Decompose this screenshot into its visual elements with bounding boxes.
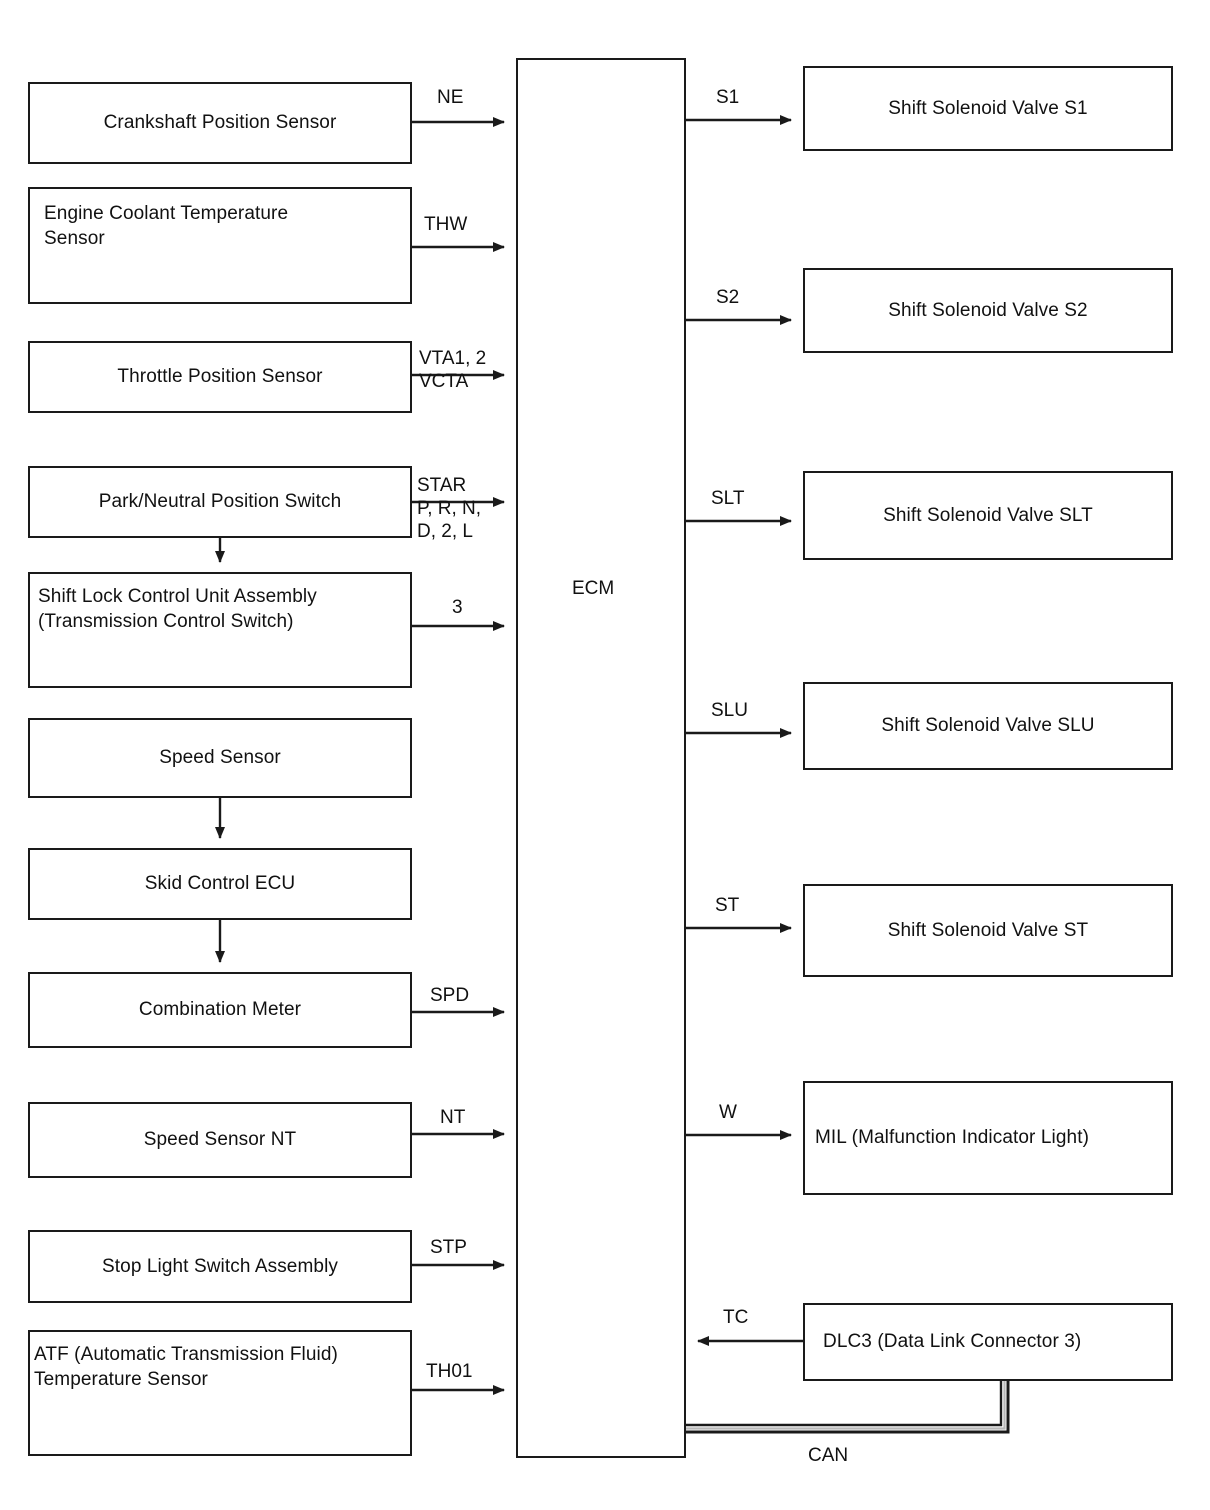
dlc3-label: DLC3 (Data Link Connector 3) xyxy=(823,1331,1082,1353)
input-label-speed-sensor-nt: Speed Sensor NT xyxy=(143,1129,297,1151)
signal-label-st: ST xyxy=(715,895,740,916)
signal-label-stp: STP xyxy=(430,1237,467,1258)
input-label-atf-temperature-sensor: ATF (Automatic Transmission Fluid) Tempe… xyxy=(34,1344,338,1391)
output-label-shift-solenoid-valve-slt: Shift Solenoid Valve SLT xyxy=(883,504,1093,526)
input-label-throttle-position-sensor: Throttle Position Sensor xyxy=(117,366,323,388)
input-label-stop-light-switch-assembly: Stop Light Switch Assembly xyxy=(102,1255,338,1277)
input-label-shift-lock-control-unit-assembly: Shift Lock Control Unit Assembly (Transm… xyxy=(38,586,317,633)
output-box-mil[interactable]: MIL (Malfunction Indicator Light) xyxy=(803,1081,1173,1195)
signal-label-s2: S2 xyxy=(716,287,740,308)
input-box-shift-lock-control-unit-assembly[interactable]: Shift Lock Control Unit Assembly (Transm… xyxy=(28,572,412,688)
signal-label-w: W xyxy=(719,1102,737,1123)
output-label-shift-solenoid-valve-st: Shift Solenoid Valve ST xyxy=(887,919,1089,941)
output-box-shift-solenoid-valve-s1[interactable]: Shift Solenoid Valve S1 xyxy=(803,66,1173,151)
input-box-stop-light-switch-assembly[interactable]: Stop Light Switch Assembly xyxy=(28,1230,412,1303)
can-bus-inner xyxy=(686,1381,1003,1427)
ecm-box[interactable] xyxy=(516,58,686,1458)
signal-label-s1: S1 xyxy=(716,87,740,108)
input-box-speed-sensor[interactable]: Speed Sensor xyxy=(28,718,412,798)
input-box-engine-coolant-temperature-sensor[interactable]: Engine Coolant Temperature Sensor xyxy=(28,187,412,304)
input-box-speed-sensor-nt[interactable]: Speed Sensor NT xyxy=(28,1102,412,1178)
input-box-crankshaft-position-sensor[interactable]: Crankshaft Position Sensor xyxy=(28,82,412,164)
signal-label-spd: SPD xyxy=(430,985,470,1006)
input-label-combination-meter: Combination Meter xyxy=(138,999,302,1021)
output-wires xyxy=(686,115,792,1140)
signal-label-3: 3 xyxy=(452,597,463,618)
input-box-skid-control-ecu[interactable]: Skid Control ECU xyxy=(28,848,412,920)
input-label-crankshaft-position-sensor: Crankshaft Position Sensor xyxy=(103,112,337,134)
signal-label-thw: THW xyxy=(424,214,468,235)
signal-label-slt: SLT xyxy=(711,488,745,509)
output-label-shift-solenoid-valve-s2: Shift Solenoid Valve S2 xyxy=(888,299,1088,321)
input-label-park-neutral-position-switch: Park/Neutral Position Switch xyxy=(98,491,342,513)
output-box-shift-solenoid-valve-slt[interactable]: Shift Solenoid Valve SLT xyxy=(803,471,1173,560)
input-box-combination-meter[interactable]: Combination Meter xyxy=(28,972,412,1048)
input-box-park-neutral-position-switch[interactable]: Park/Neutral Position Switch xyxy=(28,466,412,538)
input-label-engine-coolant-temperature-sensor: Engine Coolant Temperature Sensor xyxy=(44,203,289,250)
output-box-shift-solenoid-valve-st[interactable]: Shift Solenoid Valve ST xyxy=(803,884,1173,977)
output-box-shift-solenoid-valve-s2[interactable]: Shift Solenoid Valve S2 xyxy=(803,268,1173,353)
input-label-speed-sensor: Speed Sensor xyxy=(159,747,281,769)
signal-label-th01: TH01 xyxy=(426,1361,473,1382)
output-box-shift-solenoid-valve-slu[interactable]: Shift Solenoid Valve SLU xyxy=(803,682,1173,770)
ecm-label: ECM xyxy=(572,578,615,599)
input-box-throttle-position-sensor[interactable]: Throttle Position Sensor xyxy=(28,341,412,413)
can-bus-outer xyxy=(686,1381,1010,1434)
can-bus-wires xyxy=(686,1381,1010,1434)
output-label-shift-solenoid-valve-slu: Shift Solenoid Valve SLU xyxy=(881,715,1095,737)
output-label-shift-solenoid-valve-s1: Shift Solenoid Valve S1 xyxy=(888,97,1088,119)
can-bus-shading xyxy=(686,1381,1006,1430)
signal-label-ne: NE xyxy=(437,87,464,108)
input-wires xyxy=(412,117,505,1395)
can-bus-label: CAN xyxy=(808,1445,849,1466)
signal-label-nt: NT xyxy=(440,1107,466,1128)
input-label-skid-control-ecu: Skid Control ECU xyxy=(144,873,296,895)
signal-label-slu: SLU xyxy=(711,700,748,721)
signal-label-star: STAR P, R, N, D, 2, L xyxy=(417,475,482,543)
output-label-mil: MIL (Malfunction Indicator Light) xyxy=(815,1127,1089,1149)
signal-label-tc: TC xyxy=(723,1307,749,1328)
input-box-atf-temperature-sensor[interactable]: ATF (Automatic Transmission Fluid) Tempe… xyxy=(28,1330,412,1456)
signal-label-vta: VTA1, 2 VCTA xyxy=(419,348,487,393)
dlc3-box[interactable]: DLC3 (Data Link Connector 3) xyxy=(803,1303,1173,1381)
